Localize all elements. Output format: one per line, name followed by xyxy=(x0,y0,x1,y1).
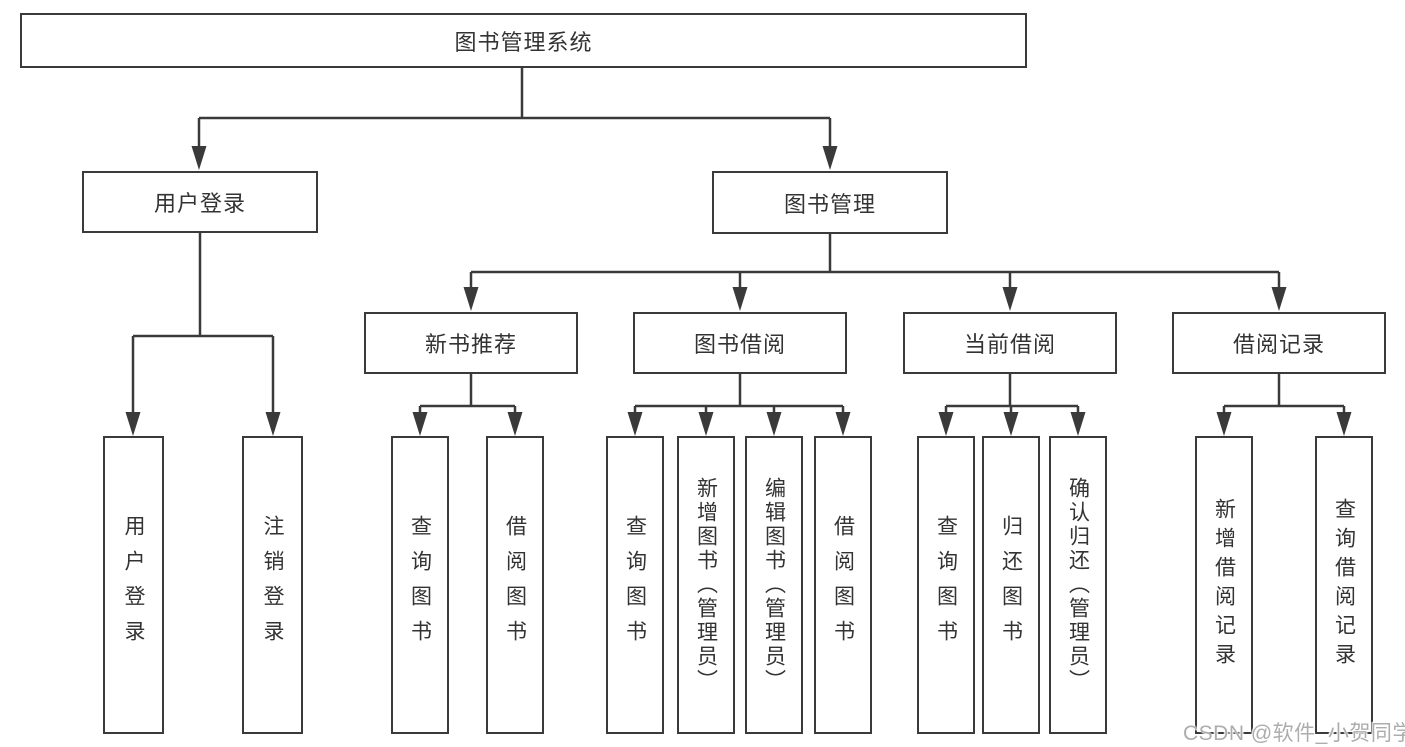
arrow-down-icon xyxy=(732,287,748,311)
branch-book-management: 图书管理 xyxy=(712,171,948,234)
arrow-down-icon xyxy=(191,146,207,170)
arrow-down-icon xyxy=(1216,412,1232,436)
leaf-borrow-books-label: 借阅图书 xyxy=(831,515,855,655)
leaf-user-login-label: 用户登录 xyxy=(122,515,145,655)
leaf-query-borrow-record-label: 查询借阅记录 xyxy=(1332,498,1356,672)
node-new-book-recommend-label: 新书推荐 xyxy=(424,332,517,357)
leaf-query-books-borrow: 查询图书 xyxy=(606,436,664,734)
leaf-query-books-recommend: 查询图书 xyxy=(391,436,449,734)
arrow-down-icon xyxy=(822,146,838,170)
leaf-query-books-recommend-label: 查询图书 xyxy=(408,515,432,655)
leaf-return-book: 归还图书 xyxy=(982,436,1040,734)
arrow-down-icon xyxy=(1002,287,1018,311)
node-current-borrow-label: 当前借阅 xyxy=(963,332,1056,357)
arrow-down-icon xyxy=(1070,412,1086,436)
leaf-query-books-borrow-label: 查询图书 xyxy=(623,515,647,655)
leaf-edit-book-admin-label: 编辑图书（管理员） xyxy=(762,477,786,693)
leaf-logout: 注销登录 xyxy=(242,436,303,734)
leaf-add-borrow-record-label: 新增借阅记录 xyxy=(1212,498,1236,672)
leaf-edit-book-admin: 编辑图书（管理员） xyxy=(745,436,803,734)
arrow-down-icon xyxy=(627,412,643,436)
arrow-down-icon xyxy=(766,412,782,436)
leaf-add-borrow-record: 新增借阅记录 xyxy=(1195,436,1253,734)
arrow-down-icon xyxy=(1003,412,1019,436)
leaf-borrow-books: 借阅图书 xyxy=(814,436,872,734)
arrow-down-icon xyxy=(125,412,141,436)
node-current-borrow: 当前借阅 xyxy=(903,312,1117,374)
leaf-return-book-label: 归还图书 xyxy=(999,515,1023,655)
node-new-book-recommend: 新书推荐 xyxy=(364,312,578,374)
arrow-down-icon xyxy=(1336,412,1352,436)
leaf-confirm-return-admin-label: 确认归还（管理员） xyxy=(1066,477,1090,693)
arrow-down-icon xyxy=(412,412,428,436)
arrow-down-icon xyxy=(463,287,479,311)
arrow-down-icon xyxy=(507,412,523,436)
node-borrow-records: 借阅记录 xyxy=(1172,312,1386,374)
branch-user-login-label: 用户登录 xyxy=(153,191,246,216)
leaf-borrow-books-recommend: 借阅图书 xyxy=(486,436,544,734)
leaf-query-books-current: 查询图书 xyxy=(917,436,975,734)
leaf-logout-label: 注销登录 xyxy=(261,515,284,655)
root-node-label: 图书管理系统 xyxy=(454,29,593,55)
arrow-down-icon xyxy=(698,412,714,436)
csdn-watermark: CSDN @软件_小贺同学 xyxy=(1183,722,1405,745)
arrow-down-icon xyxy=(1271,287,1287,311)
node-borrow-records-label: 借阅记录 xyxy=(1232,332,1325,357)
leaf-confirm-return-admin: 确认归还（管理员） xyxy=(1049,436,1107,734)
arrow-down-icon xyxy=(265,412,281,436)
connector-paths xyxy=(131,68,1346,414)
arrow-down-icon xyxy=(835,412,851,436)
leaf-query-borrow-record: 查询借阅记录 xyxy=(1315,436,1373,734)
leaf-user-login: 用户登录 xyxy=(103,436,164,734)
node-book-borrow-label: 图书借阅 xyxy=(693,332,786,357)
leaf-query-books-current-label: 查询图书 xyxy=(934,515,958,655)
leaf-add-book-admin: 新增图书（管理员） xyxy=(677,436,735,734)
leaf-add-book-admin-label: 新增图书（管理员） xyxy=(694,477,718,693)
leaf-borrow-books-recommend-label: 借阅图书 xyxy=(503,515,527,655)
arrowheads xyxy=(125,146,1352,436)
node-book-borrow: 图书借阅 xyxy=(633,312,847,374)
branch-user-login: 用户登录 xyxy=(82,171,318,233)
root-node-library-system: 图书管理系统 xyxy=(20,13,1027,68)
arrow-down-icon xyxy=(938,412,954,436)
branch-book-management-label: 图书管理 xyxy=(783,191,876,217)
